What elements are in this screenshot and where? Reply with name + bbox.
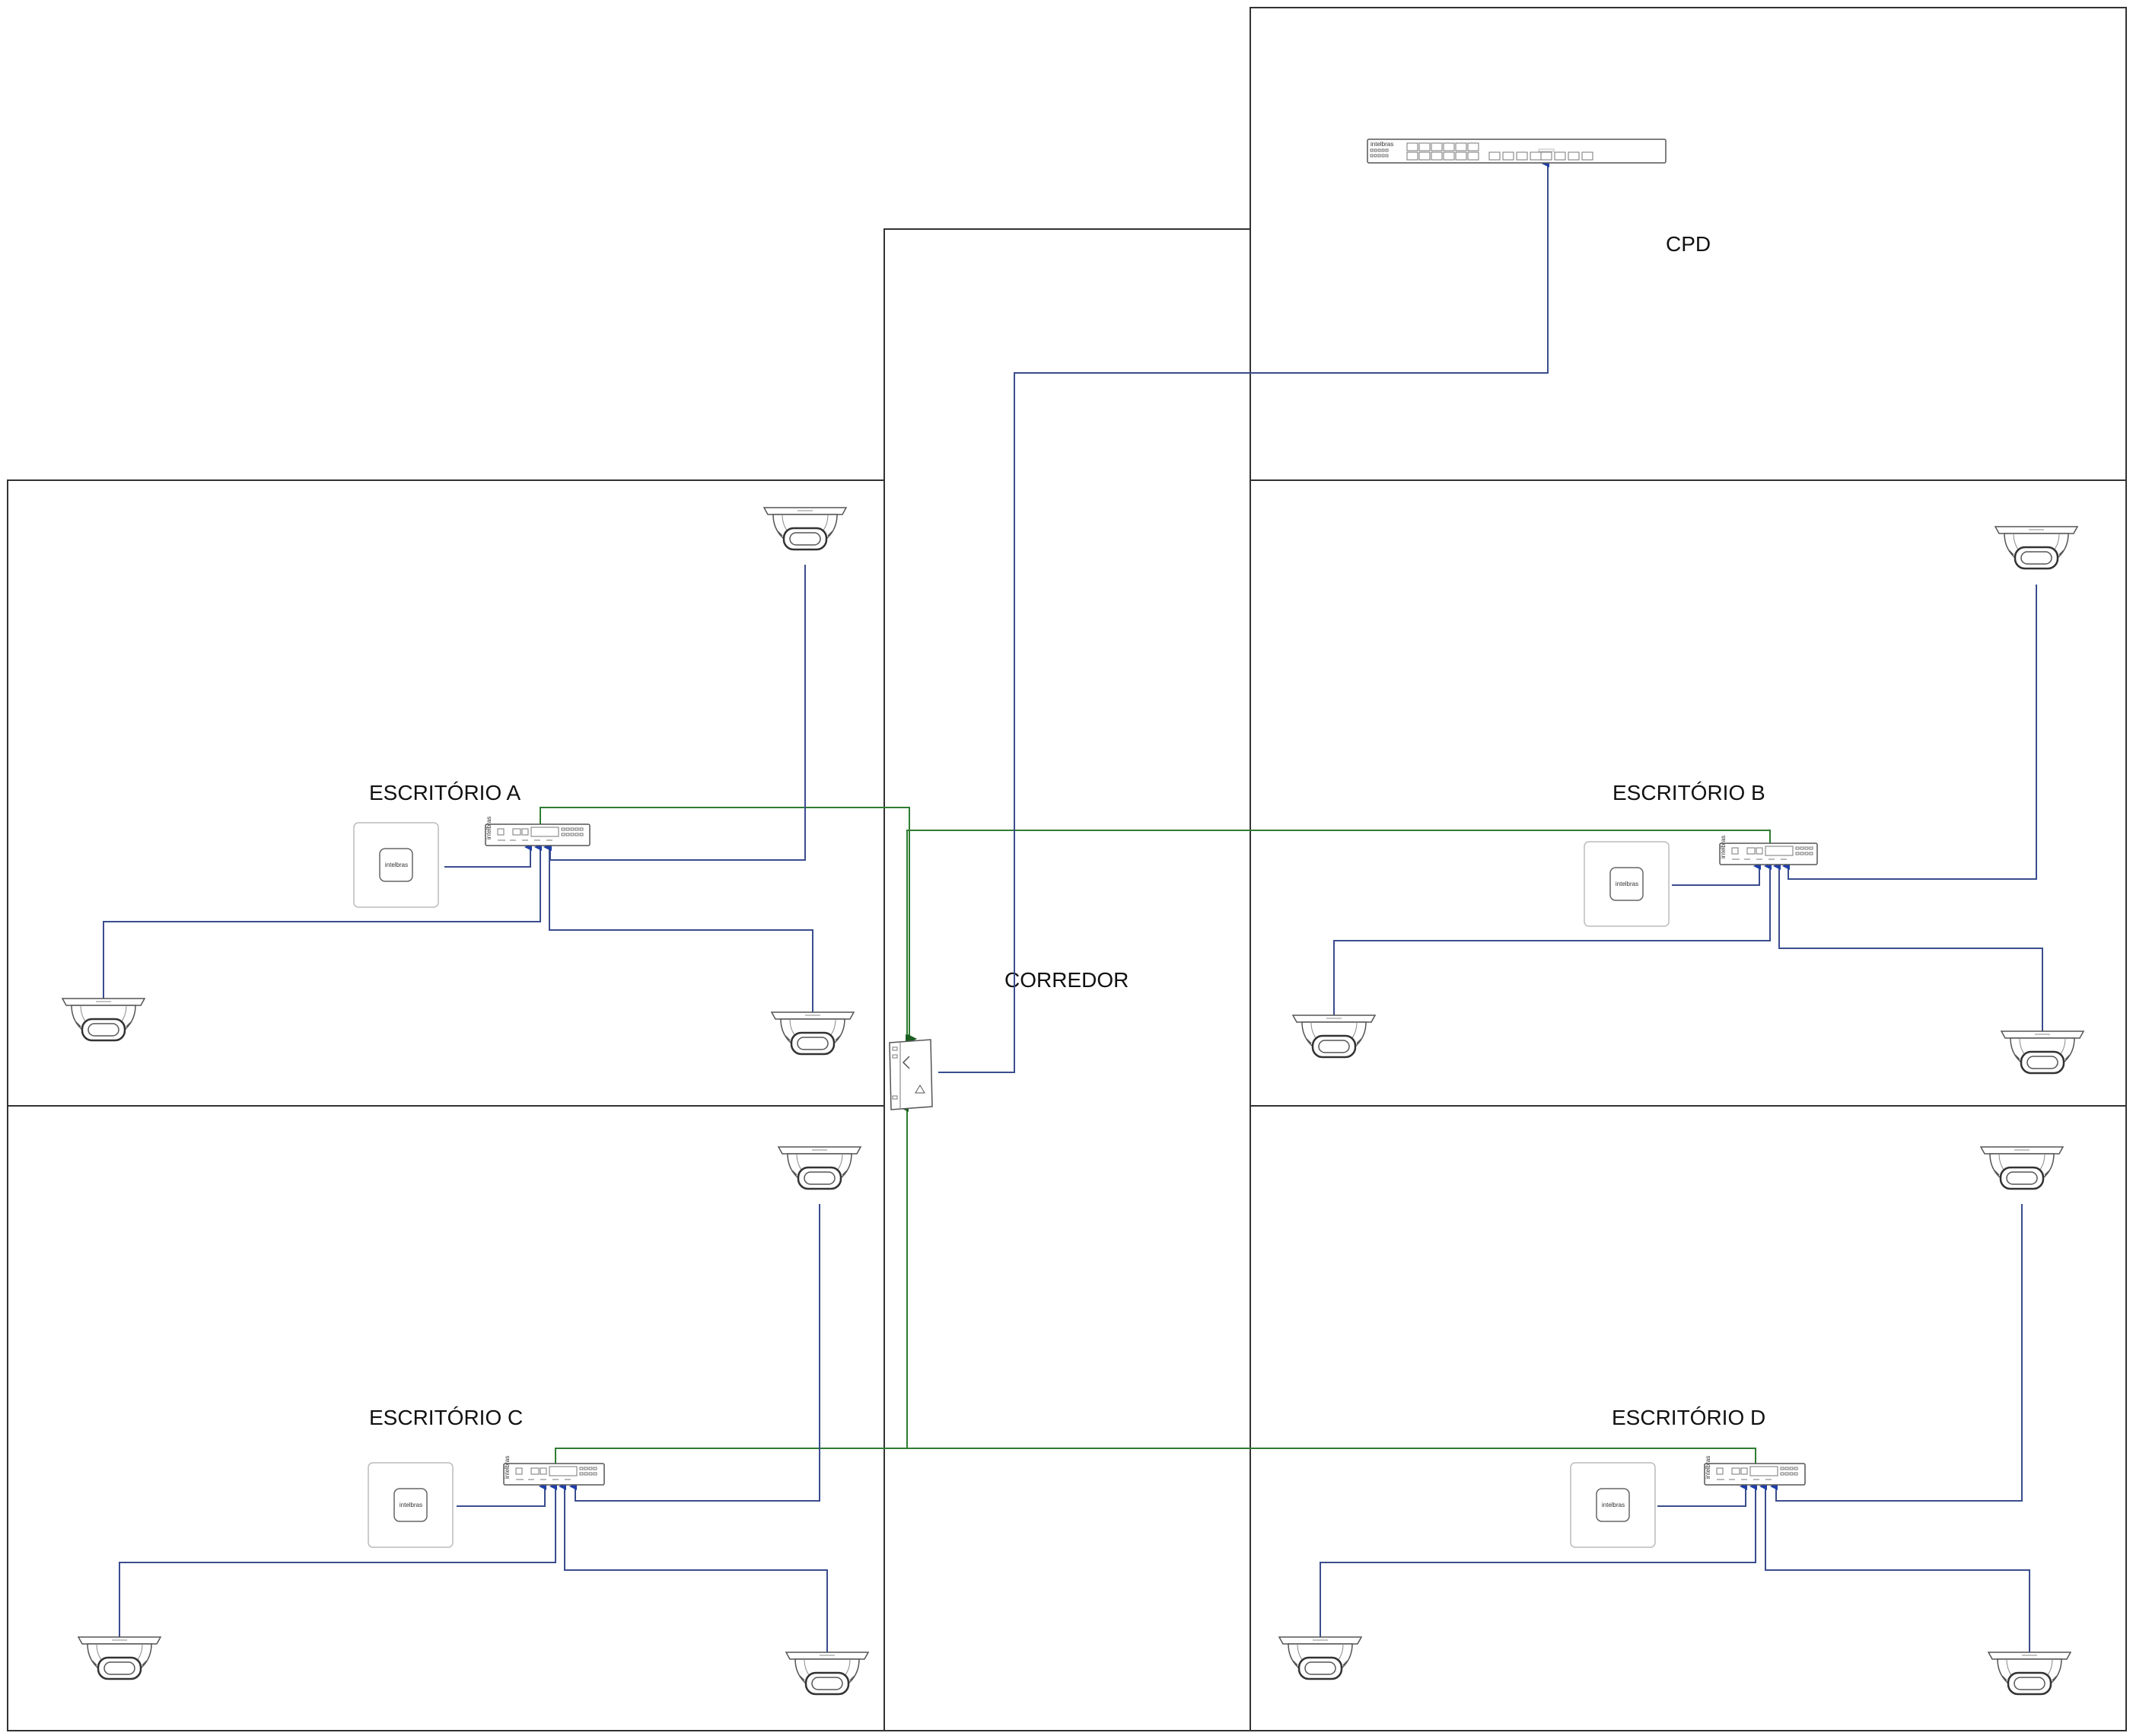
data-cables (103, 160, 2043, 1655)
cable-ap-a (444, 843, 532, 868)
label-escritorio-b: ESCRITÓRIO B (1612, 781, 1765, 804)
access-point-a: intelbras (353, 822, 439, 908)
camera-c3-icon (785, 1652, 870, 1696)
cable-cam-a2 (103, 843, 542, 1006)
camera-d1-icon (1979, 1146, 2065, 1190)
label-escritorio-a: ESCRITÓRIO A (369, 781, 521, 804)
uplink-cable-d (899, 1103, 1756, 1464)
label-escritorio-d: ESCRITÓRIO D (1612, 1406, 1765, 1429)
label-escritorio-c: ESCRITÓRIO C (369, 1406, 523, 1429)
camera-b3-icon (2000, 1030, 2085, 1075)
cable-cam-a3 (543, 843, 813, 1014)
camera-c1-icon (777, 1146, 862, 1190)
camera-a3-icon (770, 1011, 855, 1056)
cable-cam-a1 (544, 565, 806, 861)
room-escritorio-c (7, 1105, 885, 1731)
switch-b-brand: intelbras (1720, 836, 1727, 858)
cable-cam-d3 (1759, 1483, 2030, 1655)
dome-cameras (61, 507, 2085, 1696)
cable-cam-b3 (1773, 862, 2043, 1033)
cable-ap-d (1657, 1483, 1747, 1507)
switch-escritorio-c: intelbras (503, 1456, 605, 1486)
access-point-c-brand: intelbras (400, 1502, 422, 1508)
trunk-cable-cpd (938, 160, 1549, 1073)
walls (7, 7, 2127, 1731)
access-point-b-brand: intelbras (1616, 881, 1638, 887)
cable-ap-b (1672, 862, 1761, 886)
core-switch: intelbras (1367, 139, 1667, 164)
switch-escritorio-a: intelbras (485, 817, 591, 846)
switch-c-brand: intelbras (504, 1456, 511, 1479)
switch-escritorio-b: intelbras (1719, 836, 1818, 865)
cable-cam-c2 (119, 1483, 557, 1640)
camera-d3-icon (1987, 1652, 2072, 1696)
uplink-cable-c (555, 1448, 907, 1464)
access-point-c: intelbras (368, 1462, 454, 1548)
cable-cam-b2 (1333, 862, 1772, 1016)
cable-ap-c (457, 1483, 546, 1507)
camera-b1-icon (1994, 526, 2079, 570)
access-point-b: intelbras (1584, 841, 1670, 927)
label-cpd: CPD (1666, 232, 1711, 256)
label-corredor: CORREDOR (1004, 968, 1129, 992)
uplink-cables (540, 807, 1771, 1464)
camera-a1-icon (762, 507, 848, 551)
switch-a-brand: intelbras (485, 817, 492, 839)
cable-cam-b1 (1782, 585, 2037, 880)
core-switch-brand: intelbras (1371, 141, 1393, 148)
room-escritorio-d (1250, 1105, 2127, 1731)
cable-cam-c1 (569, 1204, 820, 1502)
cable-cam-d1 (1770, 1204, 2023, 1502)
access-point-a-brand: intelbras (385, 862, 408, 868)
access-point-d: intelbras (1570, 1462, 1656, 1548)
camera-a2-icon (61, 998, 146, 1042)
uplink-cable-b (906, 830, 1771, 1043)
cable-cam-d2 (1320, 1483, 1757, 1640)
corridor-patch-box (889, 1039, 933, 1110)
camera-b2-icon (1291, 1015, 1377, 1059)
access-point-d-brand: intelbras (1602, 1502, 1625, 1508)
switch-escritorio-d: intelbras (1704, 1456, 1806, 1486)
cable-cam-c3 (559, 1483, 828, 1655)
camera-c2-icon (77, 1636, 162, 1680)
camera-d2-icon (1278, 1636, 1363, 1680)
switch-d-brand: intelbras (1705, 1456, 1711, 1479)
uplink-cable-a (540, 807, 917, 1043)
